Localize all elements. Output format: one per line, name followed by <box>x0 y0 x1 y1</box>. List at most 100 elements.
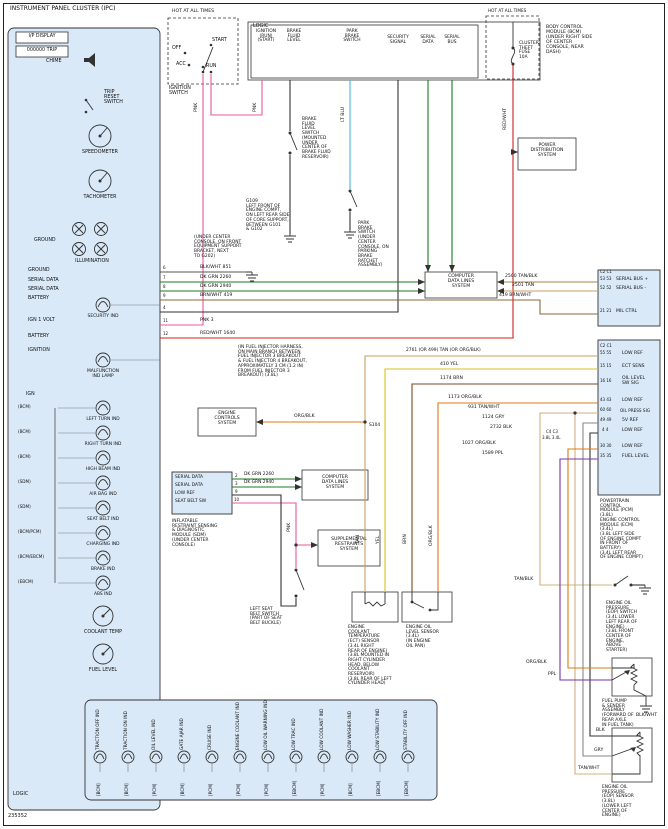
eop-sensor-icon <box>611 731 645 775</box>
indicator-bulb-icon <box>95 400 111 416</box>
fuel-sender-icon <box>611 663 647 697</box>
wire-tanwht-eop-sensor <box>574 413 612 775</box>
bulb-filament-icon <box>97 479 109 486</box>
splice-seat-belt <box>294 543 298 547</box>
wire-orgblk-1027 <box>567 448 612 669</box>
coolant-temp-gauge-icon <box>92 605 114 627</box>
indicator-bulb-icon <box>345 750 359 764</box>
indicator-bulb-icon <box>95 297 111 313</box>
tachometer-icon <box>88 169 112 193</box>
indicator-bulb-icon <box>149 750 163 764</box>
wire-pnk-ign-run <box>210 74 263 116</box>
engine-controls-box <box>197 407 257 437</box>
pcm-serial-box <box>597 269 661 327</box>
wire-orgblk-1173 <box>437 402 598 592</box>
bulb-filament-icon <box>97 356 109 363</box>
arrow-icon <box>256 419 263 425</box>
bulb-filament-icon <box>291 753 301 760</box>
supplemental-restraints-box <box>317 529 381 567</box>
arrow-icon <box>497 288 504 294</box>
indicator-bulb-icon <box>95 575 111 591</box>
bulb-filament-icon <box>97 554 109 561</box>
brake-fluid-switch-icon <box>288 131 298 155</box>
wire-yel-410 <box>384 368 598 592</box>
indicator-bulb-icon <box>95 352 111 368</box>
wire-security-signal <box>160 80 399 313</box>
component-symbols <box>72 22 652 775</box>
illumination-bulbs-icon <box>72 222 108 256</box>
indicator-bulb-icon <box>95 525 111 541</box>
wire-brn-1174 <box>411 383 598 592</box>
ect-thermistor-icon <box>364 592 386 607</box>
ground-icon <box>246 230 652 713</box>
indicator-bulb-icon <box>121 750 135 764</box>
bulb-filament-icon <box>97 579 109 586</box>
fuse-icon <box>510 22 516 66</box>
fuel-sender-box <box>611 657 653 697</box>
ip-display-box <box>15 31 69 44</box>
indicator-bulb-icon <box>95 450 111 466</box>
bulb-filament-icon <box>151 753 161 760</box>
computer-data-lines-box-2 <box>301 469 369 501</box>
bulb-filament-icon <box>347 753 357 760</box>
indicator-bulb-icon <box>289 750 303 764</box>
bulb-filament-icon <box>263 753 273 760</box>
wire-pnk-ign1 <box>160 74 204 326</box>
indicator-bulb-icon <box>95 425 111 441</box>
arrow-icon <box>418 288 425 294</box>
seat-belt-switch-icon <box>294 568 305 598</box>
bulb-filament-icon <box>207 753 217 760</box>
wire-blk-2732 <box>589 432 612 737</box>
power-distribution-box <box>517 137 577 171</box>
indicator-bulbs <box>58 297 415 772</box>
arrow-icon <box>425 265 431 272</box>
indicator-bulb-icon <box>233 750 247 764</box>
ipc-bottom-indicator-box <box>84 699 438 801</box>
wire-sdm-low-ref <box>232 494 297 607</box>
bulb-filament-icon <box>123 753 133 760</box>
indicator-bulb-icon <box>261 750 275 764</box>
bulb-filament-icon <box>97 404 109 411</box>
indicator-bulb-icon <box>401 750 415 764</box>
sdm-box <box>171 471 233 515</box>
arrow-icon <box>497 279 504 285</box>
eop-sensor-box <box>611 727 653 783</box>
trip-reset-switch-icon <box>84 98 94 114</box>
computer-data-lines-box-1 <box>424 271 498 299</box>
indicator-bulb-icon <box>317 750 331 764</box>
bulb-filament-icon <box>97 301 109 308</box>
eop-switch-icon <box>613 575 633 587</box>
fuel-level-gauge-icon <box>92 643 114 665</box>
speedometer-icon <box>88 124 112 148</box>
arrow-icon <box>311 542 318 548</box>
ect-sensor-box <box>351 591 399 623</box>
indicator-bulb-icon <box>95 475 111 491</box>
ignition-switch-icon <box>183 43 214 74</box>
bulb-filament-icon <box>235 753 245 760</box>
pcm-engine-box <box>597 339 661 496</box>
indicator-bulb-icon <box>95 550 111 566</box>
module-boxes <box>7 15 661 811</box>
bulb-filament-icon <box>403 753 413 760</box>
wire-redwht-1640 <box>160 64 514 339</box>
arrow-icon <box>295 476 302 482</box>
chime-speaker-icon <box>84 53 95 67</box>
bulb-filament-icon <box>375 753 385 760</box>
wire-ppl-1589 <box>559 458 612 681</box>
splice-oil-press <box>573 411 577 415</box>
bulb-filament-icon <box>95 753 105 760</box>
splice-s104 <box>363 420 367 424</box>
indicator-bulb-icon <box>373 750 387 764</box>
system-arrows <box>256 149 518 548</box>
wire-pnk-seat-belt <box>232 502 297 568</box>
arrow-icon <box>418 279 425 285</box>
arrow-icon <box>449 265 455 272</box>
bulb-filament-icon <box>97 429 109 436</box>
bcm-logic-box <box>250 24 479 79</box>
bulb-filament-icon <box>97 454 109 461</box>
indicator-bulb-icon <box>177 750 191 764</box>
bulb-filament-icon <box>97 504 109 511</box>
arrow-icon <box>295 484 302 490</box>
